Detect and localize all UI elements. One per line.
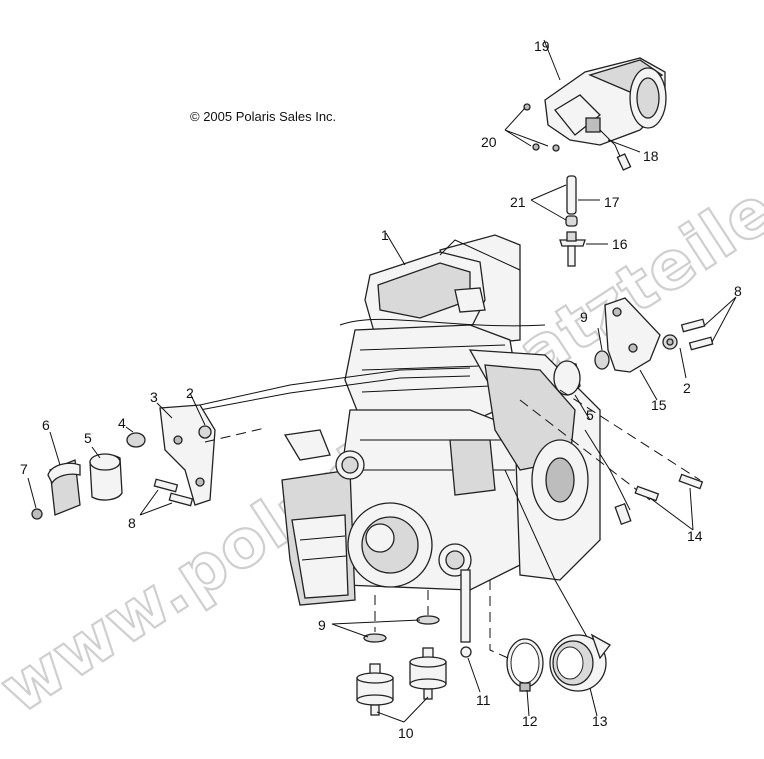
callout-6: 6: [42, 417, 50, 433]
clamp-part: [506, 638, 544, 692]
callout-12: 12: [522, 713, 538, 729]
copyright-text: © 2005 Polaris Sales Inc.: [190, 109, 336, 124]
throttle-body-part: [544, 57, 667, 171]
callout-4: 4: [118, 415, 126, 431]
callout-11: 11: [476, 692, 491, 708]
callout-18: 18: [643, 148, 659, 164]
pin-and-bushing-parts: [559, 175, 586, 267]
callout-19: 19: [534, 38, 550, 54]
callout-9-bottom: 9: [318, 617, 326, 633]
left-engine-mount-parts: [31, 404, 216, 520]
callout-21: 21: [510, 194, 526, 210]
callout-10: 10: [398, 725, 414, 741]
callout-20: 20: [481, 134, 497, 150]
callout-8-left: 8: [128, 515, 136, 531]
callout-16: 16: [612, 236, 628, 252]
right-engine-mount-parts: [553, 297, 714, 396]
intake-boot-part: [549, 633, 611, 692]
callout-1: 1: [381, 227, 389, 243]
callout-5-left: 5: [84, 430, 92, 446]
bottom-engine-mount-parts: [356, 615, 447, 716]
throttle-screw-parts: [523, 103, 560, 152]
callout-2-left: 2: [186, 385, 194, 401]
callout-8-right: 8: [734, 283, 742, 299]
callout-17: 17: [604, 194, 620, 210]
bolt-parts-14: [634, 473, 704, 502]
dipstick-part: [460, 569, 472, 658]
callout-15: 15: [651, 397, 667, 413]
engine-block-part: [199, 234, 632, 661]
callout-5-right: 5: [586, 407, 594, 423]
callout-9-right: 9: [580, 309, 588, 325]
callout-7: 7: [20, 461, 28, 477]
callout-14: 14: [687, 528, 703, 544]
callout-3: 3: [150, 389, 158, 405]
callout-13: 13: [592, 713, 608, 729]
callout-2-right: 2: [683, 380, 691, 396]
